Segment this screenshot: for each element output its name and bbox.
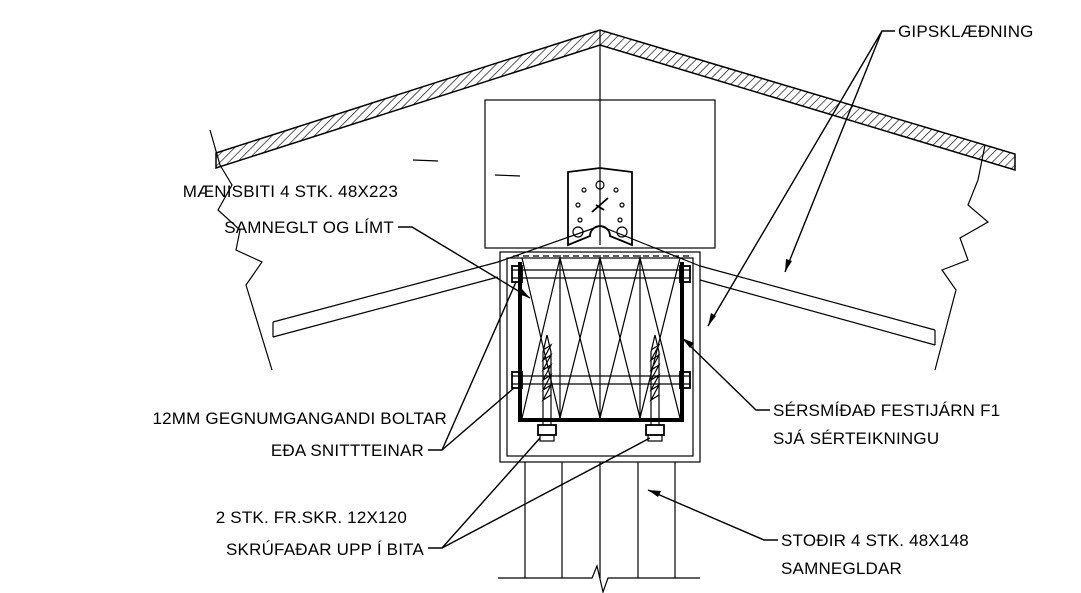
- rafter-left-edge: [209, 129, 273, 371]
- leader-maenisbiti: [398, 226, 531, 299]
- through-bolt-bottom: [511, 371, 691, 389]
- label-skrufur-line2: SKRÚFAÐAR UPP Í BITA: [226, 540, 424, 559]
- nail-plate-connector: [567, 167, 633, 247]
- leader-gipsklaedning: [707, 30, 895, 327]
- leader-skrufur: [428, 437, 651, 549]
- label-maenisbiti-line1: MÆNISBITI 4 STK. 48X223: [183, 182, 398, 201]
- gypsum-board-left: [272, 261, 499, 338]
- label-festijarn-line1: SÉRSMÍÐAÐ FESTIJÁRN F1: [773, 401, 1000, 420]
- label-stodir-line2: SAMNEGLDAR: [781, 559, 902, 578]
- leader-festijarn: [681, 337, 770, 411]
- label-skrufur-line1: 2 STK. FR.SKR. 12X120: [216, 508, 407, 527]
- lag-screw-left: [537, 334, 557, 442]
- label-boltar-line1: 12MM GEGNUMGANGANDI BOLTAR: [152, 409, 447, 428]
- ridge-block-upper: [484, 99, 716, 249]
- ridge-beam-cross-marks: [521, 257, 681, 419]
- label-festijarn-line2: SJÁ SÉRTEIKNINGU: [773, 429, 939, 448]
- label-boltar-line2: EÐA SNITTTEINAR: [271, 441, 424, 460]
- ridge-beam-laminations: [559, 255, 641, 420]
- leader-boltar: [428, 281, 517, 451]
- label-stodir-line1: STOÐIR 4 STK. 48X148: [781, 531, 969, 550]
- through-bolt-top: [511, 265, 691, 283]
- label-gipsklaedning: GIPSKLÆÐNING: [898, 22, 1034, 41]
- bottom-break-line: [498, 564, 700, 593]
- posts-4x-48x148: [524, 462, 676, 578]
- steel-bracket-f1: [518, 262, 684, 422]
- gypsum-board-right: [699, 265, 936, 346]
- lag-screw-right: [645, 334, 665, 442]
- rafter-right-edge: [934, 144, 990, 371]
- leader-stodir: [647, 489, 778, 541]
- label-maenisbiti-line2: SAMNEGLT OG LÍMT: [224, 218, 394, 237]
